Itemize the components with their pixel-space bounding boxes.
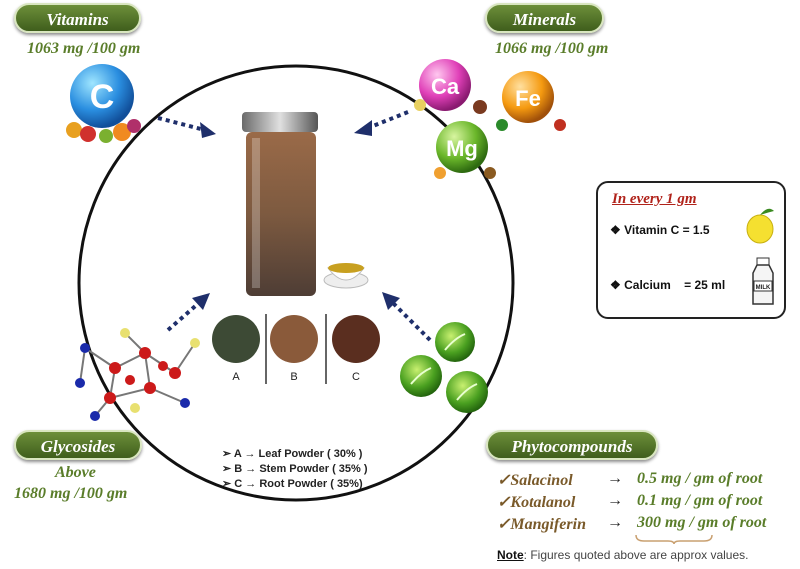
glycosides-amount-line2: 1680 mg /100 gm <box>14 485 128 502</box>
per-gram-title: In every 1 gm <box>612 191 697 207</box>
milk-label: MILK <box>756 285 771 291</box>
arrow-glycosides <box>166 300 202 332</box>
powder-list: ➢ A → Leaf Powder ( 30% ) ➢ B → Stem Pow… <box>222 447 368 492</box>
minerals-amount: 1066 mg /100 gm <box>495 40 609 57</box>
lemon-icon <box>746 208 774 244</box>
note-text: Note: Figures quoted above are approx va… <box>497 548 749 562</box>
swatch-a-label: A <box>232 371 240 383</box>
product-jar <box>242 112 369 296</box>
calcium-icon: Ca <box>431 74 460 99</box>
milk-bottle-icon: MILK <box>752 257 774 305</box>
arrow-vitamins-head <box>200 122 216 138</box>
powder-list-item: ➢ C → Root Powder ( 35%) <box>222 478 363 490</box>
leaves-icon <box>400 322 488 413</box>
swatch-b <box>270 315 318 363</box>
phytocompounds-label: Phytocompounds <box>486 430 658 460</box>
swatch-b-label: B <box>290 371 297 383</box>
powder-list-item: ➢ A → Leaf Powder ( 30% ) <box>222 448 363 460</box>
cycle-ring <box>77 64 515 502</box>
glycosides-label: Glycosides <box>14 430 142 460</box>
arrow-phyto <box>390 300 432 342</box>
glycosides-amount-line1: Above <box>55 464 96 481</box>
arrow-minerals-head <box>354 120 372 136</box>
vitamins-amount: 1063 mg /100 gm <box>27 40 141 57</box>
swatch-a <box>212 315 260 363</box>
powder-list-item: ➢ B → Stem Powder ( 35% ) <box>222 463 368 475</box>
swatch-c <box>332 315 380 363</box>
brace-icon <box>635 534 713 545</box>
arrow-minerals <box>367 110 409 130</box>
arrow-vitamins <box>157 116 206 132</box>
note-label: Note <box>497 548 524 562</box>
arrow-phyto-head <box>382 292 400 310</box>
vitamins-label: Vitamins <box>14 3 141 33</box>
phyto-row-mangiferin: ✓Mangiferin→300 mg / gm of root <box>497 514 767 533</box>
powder-swatches: A B C <box>212 314 380 384</box>
per-gram-row-calcium: ❖ Calcium = 25 ml <box>610 278 726 292</box>
vitamin-c-letter: C <box>90 78 115 116</box>
per-gram-box: In every 1 gm ❖ Vitamin C = 1.5 ❖ Calciu… <box>596 181 786 319</box>
magnesium-icon: Mg <box>446 136 478 161</box>
minerals-icons: Ca Fe Mg <box>414 59 566 179</box>
per-gram-row-vitamin: ❖ Vitamin C = 1.5 <box>610 223 710 237</box>
phyto-row-salacinol: ✓Salacinol→0.5 mg / gm of root <box>497 470 763 489</box>
vitamin-c-icon: C <box>66 64 141 143</box>
minerals-label: Minerals <box>485 3 604 33</box>
iron-icon: Fe <box>515 86 541 111</box>
swatch-c-label: C <box>352 371 360 383</box>
phyto-row-kotalanol: ✓Kotalanol→0.1 mg / gm of root <box>497 492 763 511</box>
arrow-glycosides-head <box>192 293 210 310</box>
molecule-icon <box>75 328 200 421</box>
